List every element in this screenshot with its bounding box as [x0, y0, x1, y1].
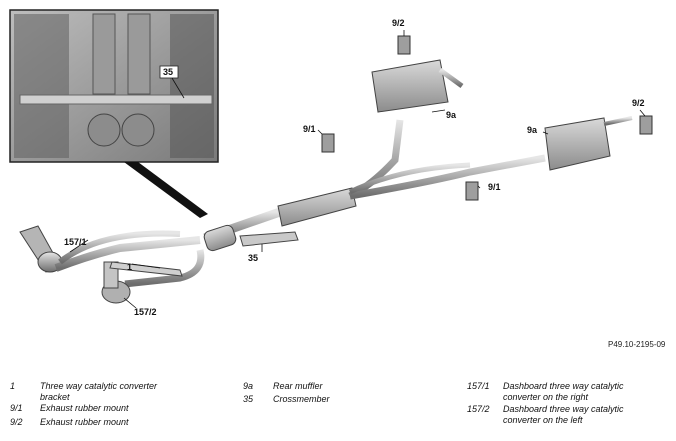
legend-column-1: 1 Three way catalytic converter bracket … [10, 381, 210, 431]
legend-number: 9a [243, 381, 254, 391]
label-9-2-top: 9/2 [392, 18, 405, 28]
label-1: 1 [127, 262, 132, 272]
legend-text: Rear muffler [273, 381, 323, 391]
legend-number: 35 [243, 394, 254, 404]
legend-column-3: 157/1 Dashboard three way catalytic conv… [467, 381, 667, 431]
legend-item: 9/2 Exhaust rubber mount [10, 417, 230, 441]
legend-item: 157/2 Dashboard three way catalytic conv… [467, 404, 667, 428]
converter-bracket [109, 261, 183, 277]
rear-muffler-right [544, 117, 611, 171]
rubber-mount-right [639, 115, 653, 135]
inset-crossmember [19, 94, 213, 105]
center-muffler [277, 187, 357, 227]
inset-label-35: 35 [163, 67, 173, 77]
inset-photo: 35 [9, 9, 219, 163]
label-9-2-right: 9/2 [632, 98, 645, 108]
legend-column-2: 9a Rear muffler 35 Crossmember [243, 381, 443, 411]
legend-item: 9/1 Exhaust rubber mount [10, 403, 230, 427]
reference-code: P49.10-2195-09 [608, 340, 666, 349]
legend-number: 1 [10, 381, 16, 391]
crossmember [239, 231, 299, 247]
label-9-1-left: 9/1 [303, 124, 316, 134]
label-9a-right: 9a [527, 125, 538, 135]
legend-number: 9/2 [10, 417, 23, 427]
legend-item: 157/1 Dashboard three way catalytic conv… [467, 381, 667, 405]
legend-text: Three way catalytic converter bracket [40, 381, 158, 402]
rubber-mount-lower [465, 181, 479, 201]
legend-item: 35 Crossmember [243, 394, 463, 418]
label-9a-top: 9a [446, 110, 457, 120]
legend-text: Exhaust rubber mount [40, 403, 129, 413]
legend-text: Dashboard three way catalytic converter … [503, 381, 624, 402]
leader-lines [69, 30, 646, 309]
label-9-1-right: 9/1 [488, 182, 501, 192]
rubber-mount-left [321, 133, 335, 153]
legend-number: 157/2 [467, 404, 490, 414]
legend-text: Crossmember [273, 394, 330, 404]
legend-number: 157/1 [467, 381, 490, 391]
inset-pointer [124, 162, 208, 218]
legend-item: 9a Rear muffler [243, 381, 463, 405]
legend-text: Exhaust rubber mount [40, 417, 129, 427]
exhaust-system-diagram: 35 [9, 9, 653, 317]
label-157-1: 157/1 [64, 237, 87, 247]
exhaust-assembly [19, 35, 653, 304]
legend-text: Dashboard three way catalytic converter … [503, 404, 624, 425]
label-35: 35 [248, 253, 258, 263]
label-157-2: 157/2 [134, 307, 157, 317]
rear-muffler-top [371, 59, 449, 113]
legend-item: 1 Three way catalytic converter bracket [10, 381, 230, 405]
rubber-mount-top [397, 35, 411, 55]
legend-number: 9/1 [10, 403, 23, 413]
